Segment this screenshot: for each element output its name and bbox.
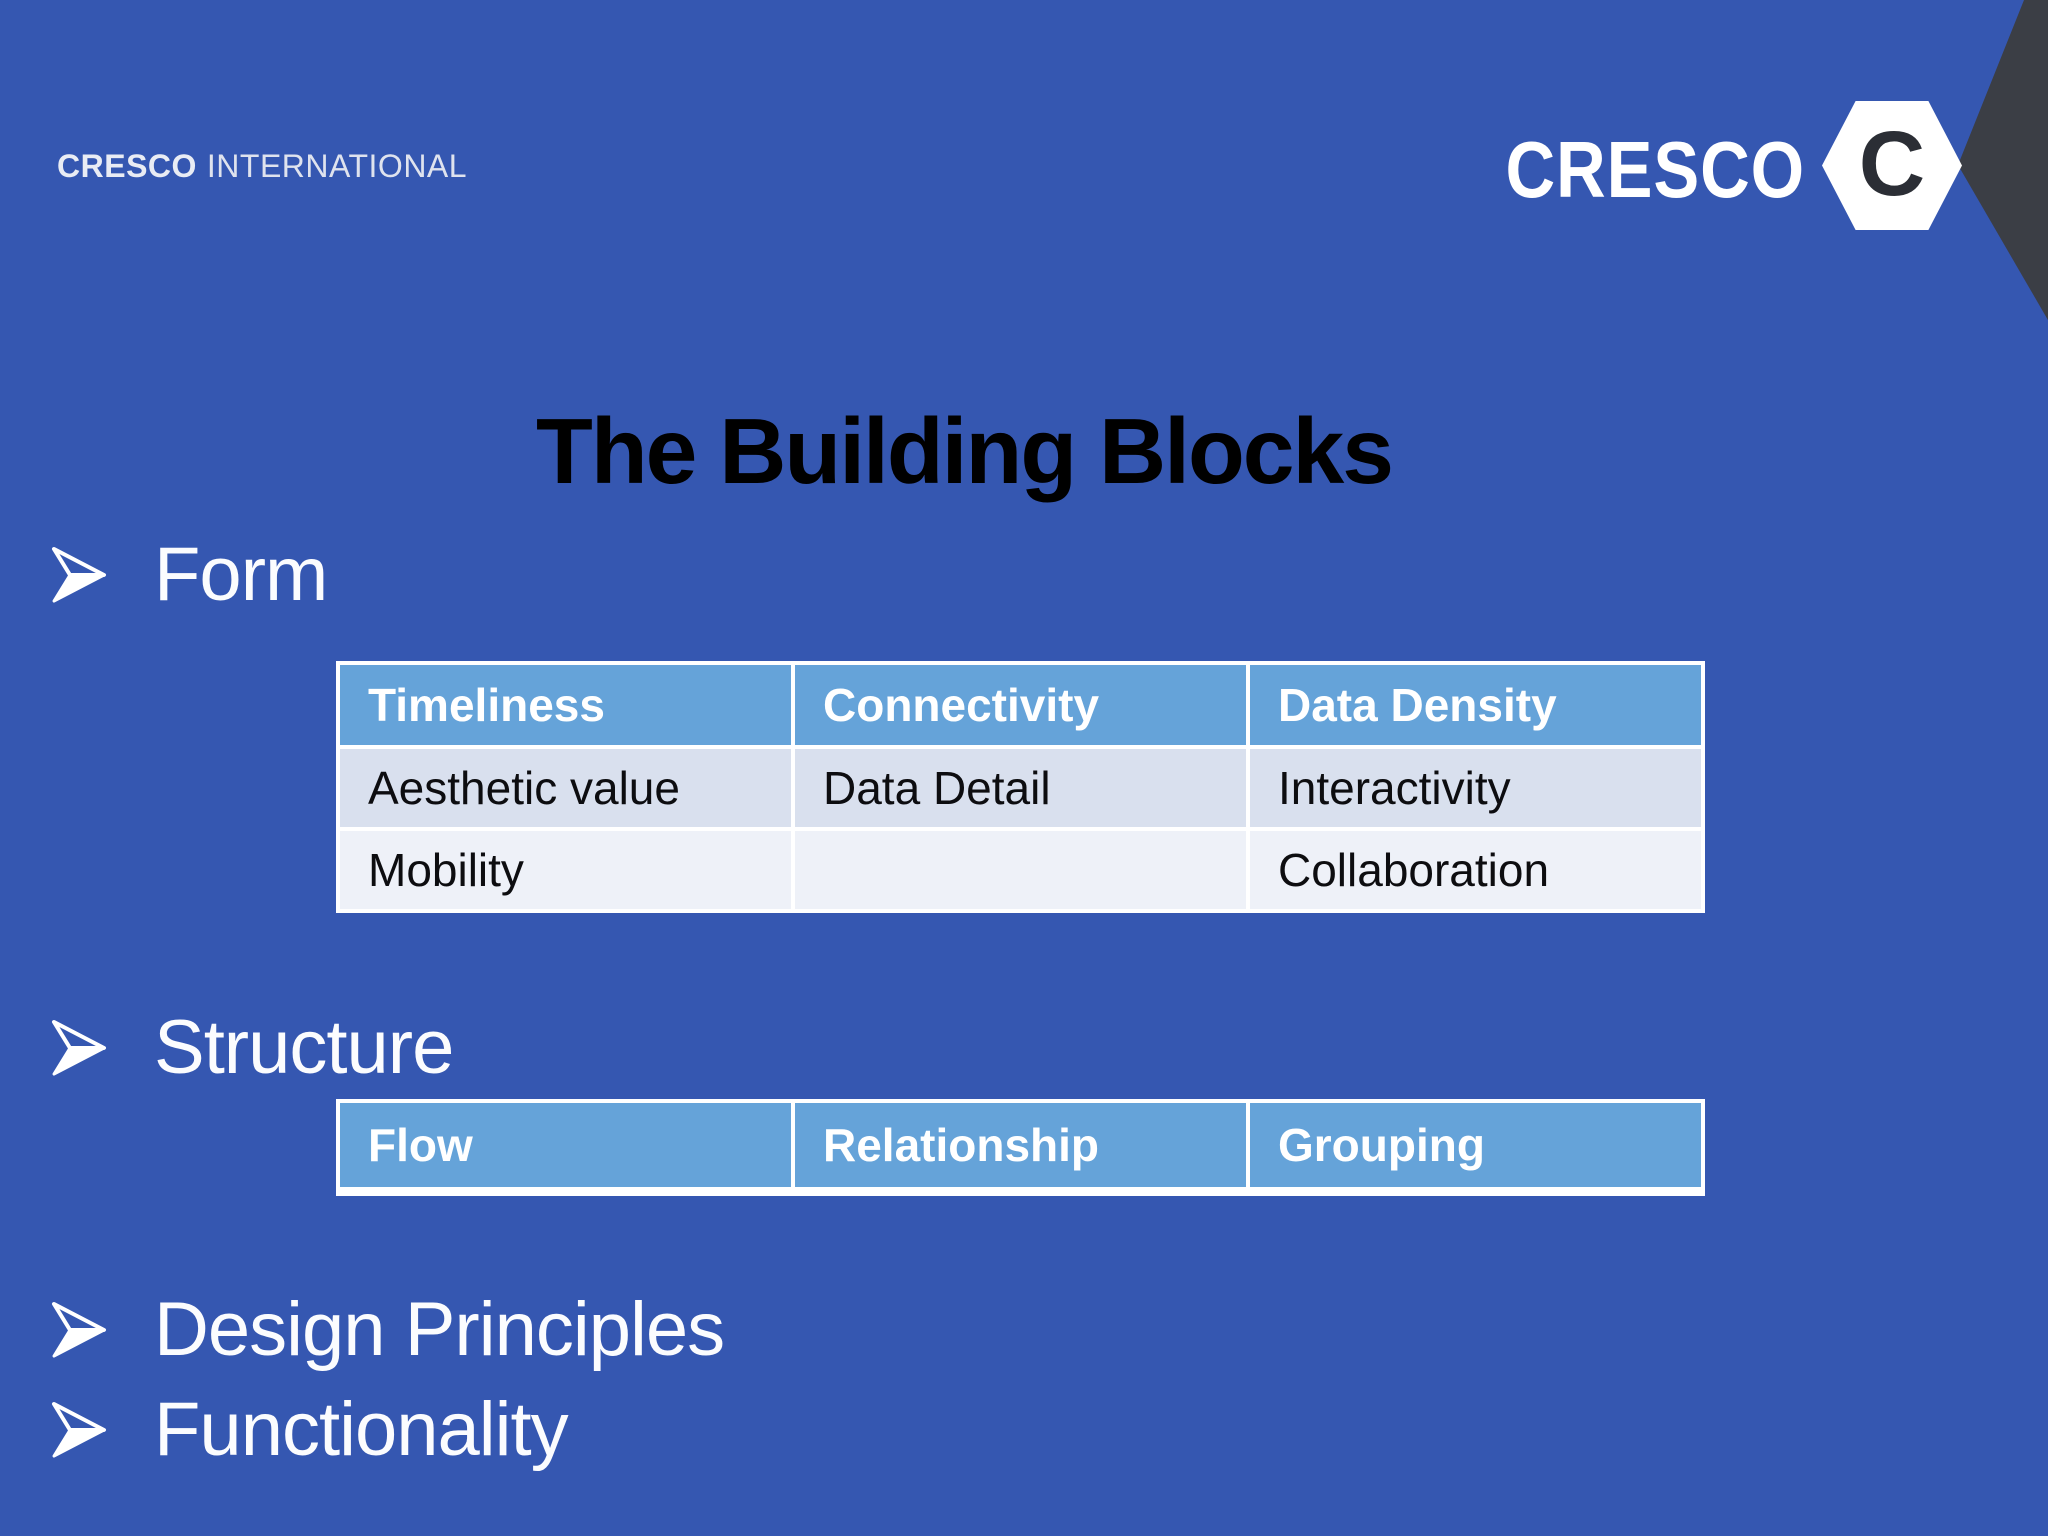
hexagon-letter: C [1858, 112, 1926, 215]
page-title: The Building Blocks [536, 399, 1394, 503]
form-table-cell: Mobility [340, 831, 791, 909]
arrow-bullet-icon [52, 1020, 106, 1076]
bullet-label: Structure [154, 1005, 454, 1090]
bullet-label: Functionality [154, 1387, 569, 1472]
bullet-item-functionality: Functionality [46, 1384, 569, 1476]
structure-table-header-cell: Grouping [1250, 1103, 1701, 1187]
logo-wordmark: CRESCO [1505, 125, 1805, 214]
structure-table: Flow Relationship Grouping [336, 1099, 1705, 1196]
bullet-item-structure: Structure [46, 1002, 454, 1094]
hexagon-logo-icon: C [1822, 101, 1962, 230]
bullet-label: Design Principles [154, 1287, 725, 1372]
arrow-bullet-icon [52, 1402, 106, 1458]
form-table-cell [795, 831, 1246, 909]
form-table-cell: Interactivity [1250, 749, 1701, 827]
form-table-cell: Aesthetic value [340, 749, 791, 827]
bullet-item-form: Form [46, 529, 328, 621]
form-table-header-cell: Connectivity [795, 665, 1246, 745]
arrow-bullet-icon [52, 547, 106, 603]
arrow-bullet-icon [52, 1302, 106, 1358]
form-table-header-cell: Timeliness [340, 665, 791, 745]
form-table-header-cell: Data Density [1250, 665, 1701, 745]
structure-table-header-cell: Flow [340, 1103, 791, 1187]
brand-secondary-text: INTERNATIONAL [206, 148, 468, 184]
form-table-cell: Collaboration [1250, 831, 1701, 909]
form-table-cell: Data Detail [795, 749, 1246, 827]
brand-primary-text: CRESCO [57, 148, 197, 184]
bullet-item-design-principles: Design Principles [46, 1284, 725, 1376]
structure-table-header-cell: Relationship [795, 1103, 1246, 1187]
form-table: Timeliness Connectivity Data Density Aes… [336, 661, 1705, 913]
bullet-label: Form [154, 532, 328, 617]
